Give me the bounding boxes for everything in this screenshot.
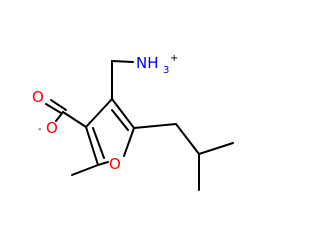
bond-c4-c5-inner (111, 109, 129, 131)
bond-c5-ch2 (133, 123, 177, 129)
bond-c3-c4 (85, 98, 113, 128)
molecule-structure: NH 3 + O O - O (32, 53, 234, 191)
bond-carboxyl-double-o-b (50, 99, 67, 111)
bond-c5-o1 (123, 127, 135, 157)
bond-c2-methyl (71, 164, 99, 176)
furan-ring-oxygen-label: O (109, 155, 121, 173)
bond-carboxyl-single-o (55, 111, 64, 122)
bond-c2-c3-inner (92, 127, 105, 159)
bond-ch2-ch (175, 123, 200, 155)
ammonium-nitrogen-label: NH (136, 54, 159, 72)
bond-c2-c3-outer (85, 126, 99, 166)
carbonyl-oxygen-label: O (32, 88, 44, 106)
bond-ch-methyl-a (198, 142, 234, 155)
bond-o1-c2 (97, 161, 109, 166)
bond-c4-c5-outer (111, 98, 135, 129)
bond-carboxyl-double-o-a (45, 103, 62, 114)
carboxylate-charge: - (38, 124, 42, 135)
bond-c3-carboxyl (62, 111, 87, 128)
bond-ch2-n (111, 60, 134, 63)
ammonium-charge: + (170, 53, 178, 64)
carboxylate-oxygen-label: O (46, 119, 58, 137)
ammonium-hydrogen-count: 3 (163, 65, 169, 76)
